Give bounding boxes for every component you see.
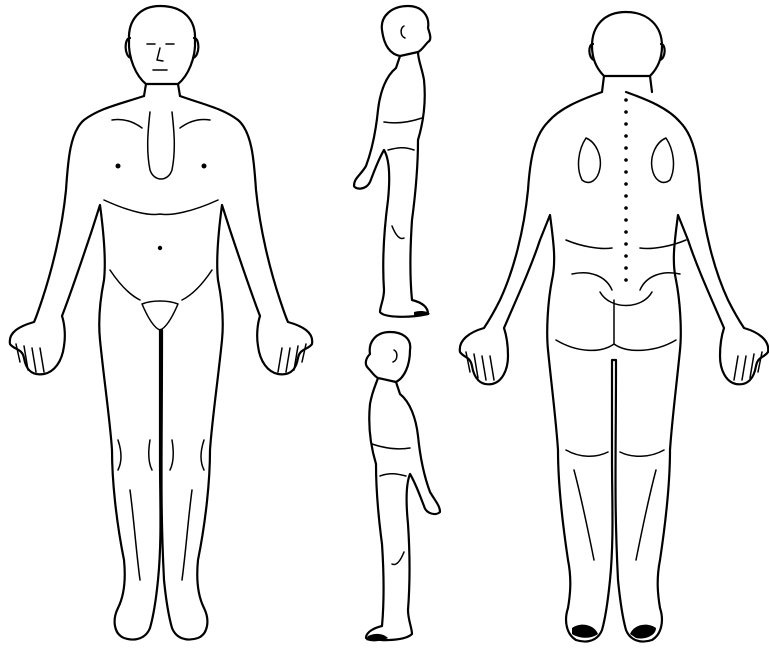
front-body-figure [10, 6, 312, 640]
side-upper-ear [401, 26, 405, 38]
front-face [147, 44, 174, 70]
front-ears [126, 38, 199, 58]
front-nipple-left [116, 164, 121, 169]
side-body-figure-lower [366, 332, 440, 641]
front-hip-lines [110, 270, 212, 330]
back-hand-fingers [466, 352, 762, 380]
front-navel [158, 246, 162, 250]
side-lower-ear [393, 350, 397, 362]
back-head [592, 12, 662, 76]
back-buttocks [556, 300, 676, 350]
back-body-figure [460, 12, 768, 642]
front-neck [144, 84, 180, 96]
front-head [129, 6, 195, 84]
side-upper-head [382, 6, 431, 56]
back-heels [572, 625, 656, 639]
back-spine-dots [624, 98, 628, 282]
side-lower-head [366, 332, 410, 382]
side-upper-body-outline [354, 52, 428, 317]
back-lower-back-lines [566, 240, 686, 306]
back-ears [589, 44, 664, 60]
back-neck [602, 76, 652, 92]
back-body-outline [460, 92, 768, 642]
side-lower-body-outline [366, 378, 440, 640]
front-nipple-right [202, 164, 207, 169]
front-chest-lines [104, 112, 218, 214]
side-body-figure-upper [354, 6, 430, 317]
front-body-outline [10, 96, 312, 640]
